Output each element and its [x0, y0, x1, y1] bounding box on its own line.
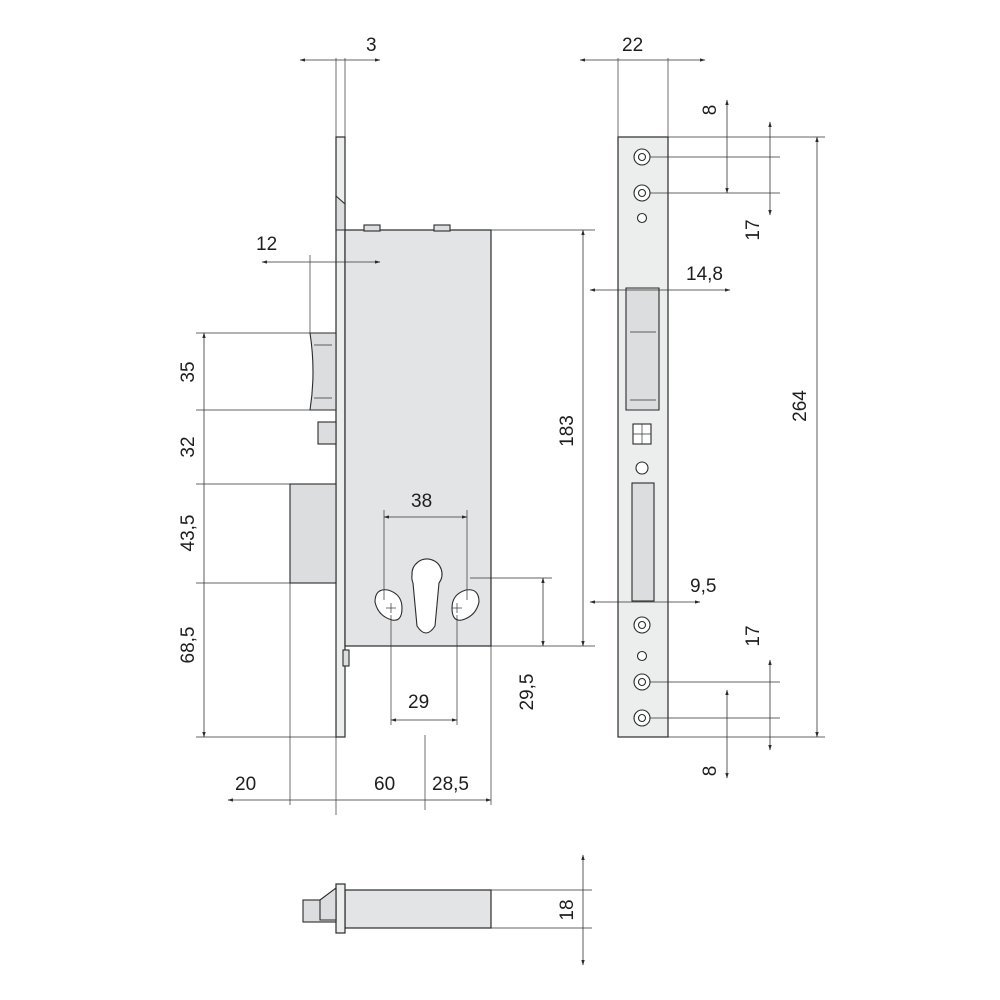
faceplate-front-view — [617, 136, 669, 738]
latch-bottom — [319, 886, 337, 921]
dim-bolt-slot-width: 9,5 — [690, 576, 716, 597]
dim-latch-width: 14,8 — [686, 264, 723, 285]
dimension-labels: 3 22 12 14,8 9,5 38 29 20 60 28,5 35 32 … — [178, 35, 811, 921]
latch-trigger — [317, 421, 337, 445]
faceplate-bevel-top — [335, 194, 346, 231]
dim-bolt-throw: 20 — [235, 774, 256, 795]
dim-screw-hole-edge-bottom: 8 — [700, 766, 721, 777]
pin-hole — [636, 212, 648, 224]
dim-latch-height: 35 — [178, 361, 199, 382]
pin-hole — [635, 461, 649, 475]
spindle-hole-right — [451, 589, 480, 621]
bolt-slot — [631, 482, 655, 602]
dim-backset: 60 — [374, 774, 395, 795]
dim-screw-hole-spacing-bottom: 17 — [743, 625, 764, 646]
dead-bolt — [289, 483, 337, 584]
dim-screw-hole-edge-top: 8 — [700, 105, 721, 116]
dim-screw-hole-spacing-top: 17 — [743, 219, 764, 240]
dim-faceplate-width: 22 — [622, 35, 643, 56]
case-top-tab — [363, 224, 381, 232]
lock-bottom-view — [302, 883, 492, 934]
dim-latch-to-bolt: 32 — [178, 436, 199, 457]
dim-body-height: 183 — [557, 415, 578, 447]
spindle-hole-left — [374, 589, 403, 621]
faceplate-bottom — [335, 883, 346, 934]
dim-cylinder-width: 38 — [411, 491, 432, 512]
case-top-tab — [433, 224, 451, 232]
dim-faceplate-thickness: 3 — [366, 35, 377, 56]
faceplate-bottom-tab — [342, 649, 350, 667]
dim-body-thickness: 18 — [557, 899, 578, 920]
latch-opening — [625, 287, 660, 411]
pin-hole — [636, 650, 648, 662]
dim-bolt-height: 43,5 — [178, 515, 199, 552]
dim-cylinder-to-bottom: 29,5 — [517, 674, 538, 711]
dim-cylinder-to-back: 28,5 — [432, 774, 469, 795]
dim-bolt-offset: 12 — [256, 234, 277, 255]
dim-spindle-spacing: 29 — [408, 692, 429, 713]
lock-front-view — [289, 136, 492, 738]
cylinder-hole — [411, 558, 443, 634]
case-bottom — [344, 889, 492, 929]
dim-overall-height: 264 — [790, 390, 811, 422]
dimension-lines — [196, 58, 825, 966]
dim-bolt-to-bottom: 68,5 — [178, 627, 199, 664]
latch-bolt — [309, 332, 337, 411]
